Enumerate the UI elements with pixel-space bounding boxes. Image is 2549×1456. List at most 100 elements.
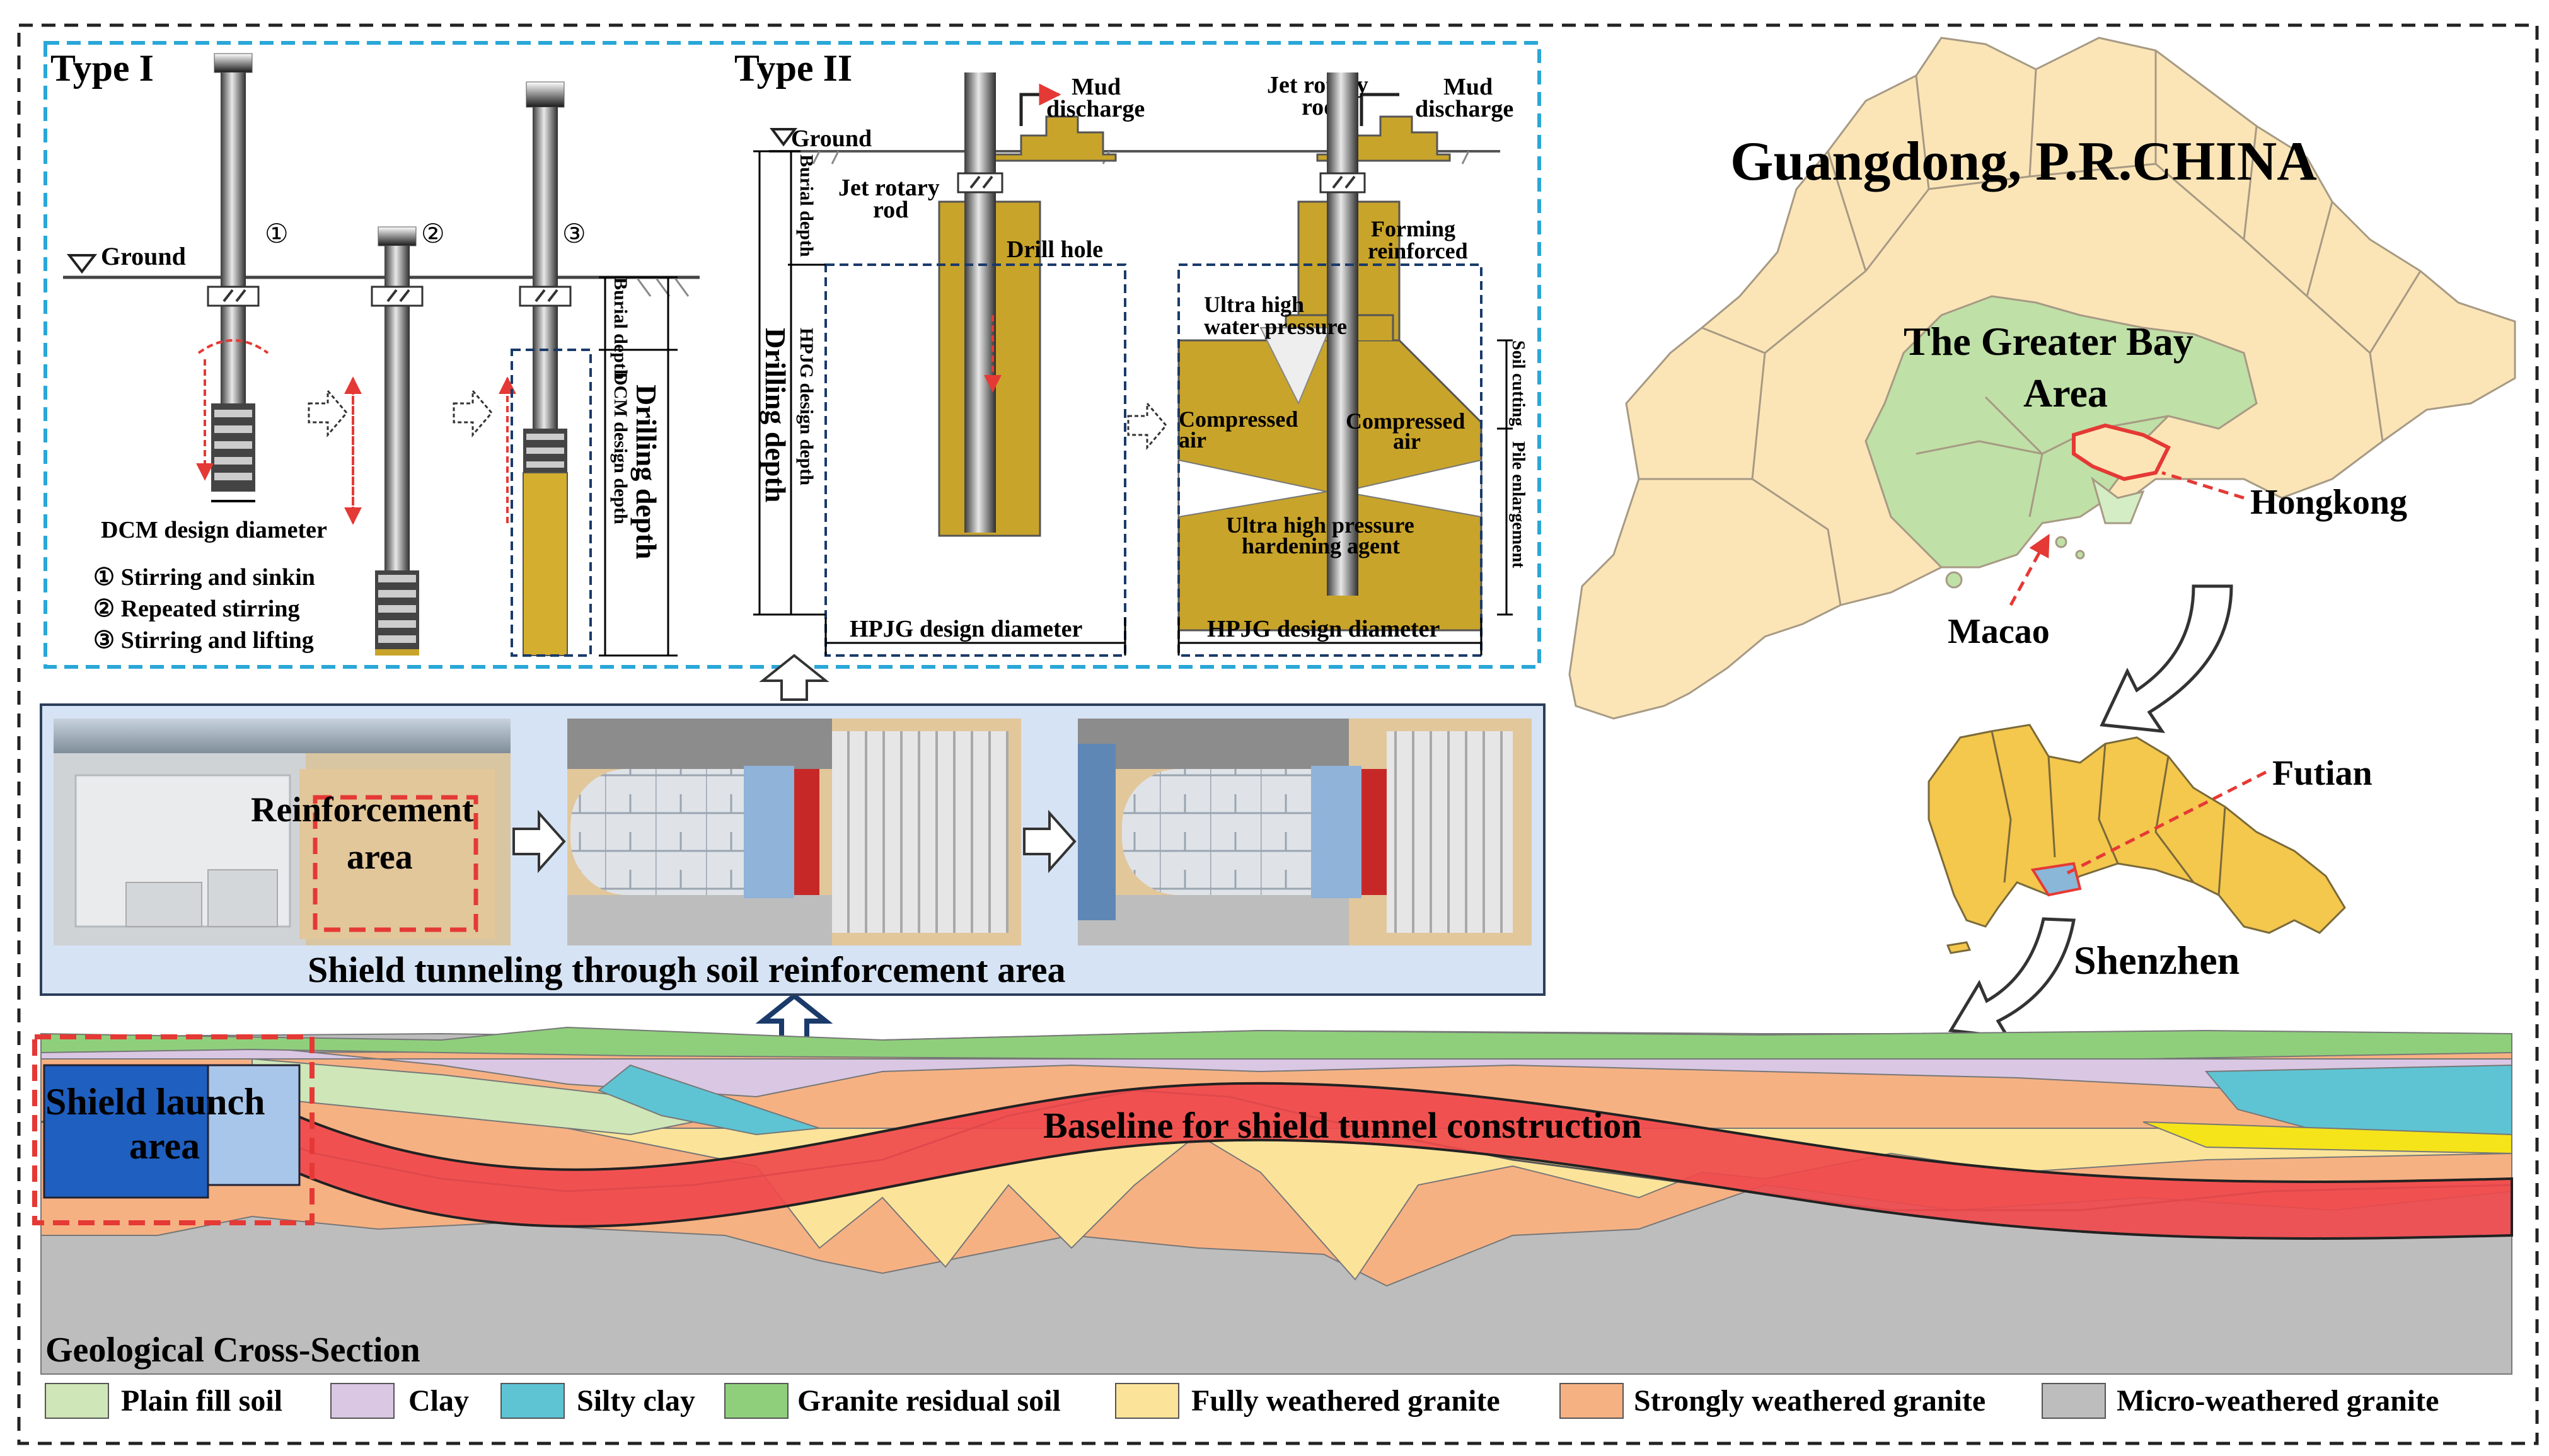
legend-item-micro-weathered-granite: Micro-weathered granite xyxy=(2042,1383,2439,1419)
step-arrow-2 xyxy=(453,388,493,438)
legend-item-granite-residual-soil: Granite residual soil xyxy=(724,1383,1061,1419)
shield-machine-photo-1 xyxy=(567,719,1021,945)
drill-hole-column xyxy=(938,72,1041,537)
legend-swatch-5 xyxy=(1559,1383,1624,1419)
type1-burial-depth: Burial depth xyxy=(610,277,631,380)
shenzhen-label: Shenzhen xyxy=(2074,938,2240,983)
rod-marker-2: ② xyxy=(421,220,445,249)
hpjg-diameter-left: HPJG design diameter xyxy=(850,616,1083,642)
macao-label: Macao xyxy=(1948,612,2050,651)
rod-marker-3: ③ xyxy=(562,220,586,249)
legend-item-plain-fill-soil: Plain fill soil xyxy=(45,1383,282,1419)
legend-label-6: Micro-weathered granite xyxy=(2117,1384,2439,1418)
ultra-water-line2: water pressure xyxy=(1204,314,1347,339)
step-3-label: ③ Stirring and lifting xyxy=(93,627,314,654)
legend-item-clay: Clay xyxy=(330,1383,469,1419)
launch-label-line2: area xyxy=(129,1125,200,1167)
type1-ground-label: Ground xyxy=(101,242,186,270)
hardening-agent-line2: hardening agent xyxy=(1242,533,1400,558)
legend-swatch-3 xyxy=(724,1383,789,1419)
mud-discharge-1-line1: Mud xyxy=(1072,74,1121,100)
type1-dcm-design-depth: DCM design depth xyxy=(610,372,631,524)
reinforcement-label-line2: area xyxy=(347,838,413,877)
step-2-label: ② Repeated stirring xyxy=(93,596,299,622)
legend-label-5: Strongly weathered granite xyxy=(1634,1384,1985,1418)
bay-area-line2: Area xyxy=(2023,371,2108,415)
launch-label-line1: Shield launch xyxy=(45,1081,265,1123)
zoom-arrow-1 xyxy=(2100,584,2233,734)
dcm-rod-2 xyxy=(371,226,424,656)
mud-discharge-2-line1: Mud xyxy=(1443,74,1493,100)
type1-ground xyxy=(63,254,700,297)
shield-launch-dark xyxy=(43,1064,209,1199)
legend-item-strongly-weathered-granite: Strongly weathered granite xyxy=(1559,1383,1985,1419)
compressed-air-left-line2: air xyxy=(1179,427,1206,453)
hpjg-design-region-left xyxy=(824,263,1126,657)
legend-item-fully-weathered-granite: Fully weathered granite xyxy=(1115,1383,1500,1419)
reinforcement-photo xyxy=(54,719,511,945)
compressed-air-left-line1: Compressed xyxy=(1179,407,1298,432)
legend-swatch-6 xyxy=(2042,1383,2106,1419)
dcm-rod-3 xyxy=(519,81,572,656)
type2-title: Type II xyxy=(734,47,852,89)
ultra-water-line1: Ultra high xyxy=(1204,292,1304,317)
futian-label: Futian xyxy=(2272,754,2373,793)
legend-swatch-2 xyxy=(500,1383,565,1419)
legend: Plain fill soil Clay Silty clay Granite … xyxy=(45,1383,2439,1419)
legend-item-silty-clay: Silty clay xyxy=(500,1383,695,1419)
compressed-air-right-line1: Compressed xyxy=(1346,408,1465,434)
dcm-rod-1 xyxy=(207,53,260,492)
compressed-air-right-line2: air xyxy=(1393,429,1421,454)
hardening-agent-line1: Ultra high pressure xyxy=(1226,512,1414,538)
step-arrow-1 xyxy=(308,388,348,438)
reinforcement-label-line1: Reinforcement xyxy=(251,790,474,829)
zoom-arrow-2 xyxy=(1948,917,2076,1039)
rod-marker-1: ① xyxy=(265,220,289,249)
jet-rod-left-line2: rod xyxy=(873,197,908,223)
hongkong-label: Hongkong xyxy=(2250,483,2407,522)
type2-burial-depth: Burial depth xyxy=(796,154,817,257)
hpjg-diameter-arrows xyxy=(824,618,1483,656)
shield-step-arrow-1 xyxy=(512,809,566,874)
legend-label-3: Granite residual soil xyxy=(797,1384,1061,1418)
shield-launch-box xyxy=(32,1034,315,1225)
mud-discharge-2-line2: discharge xyxy=(1415,96,1513,122)
dcm-diameter-label: DCM design diameter xyxy=(101,517,327,543)
type2-hpjg-design-depth: HPJG design depth xyxy=(796,328,817,485)
type2-drilling-depth: Drilling depth xyxy=(760,328,792,502)
forming-reinforced-line1: Forming xyxy=(1371,216,1455,241)
legend-swatch-1 xyxy=(330,1383,395,1419)
mud-discharge-1-line2: discharge xyxy=(1046,96,1145,122)
shield-step-arrow-2 xyxy=(1023,809,1077,874)
tunnel-baseline xyxy=(295,1082,2513,1240)
up-arrow-bottom xyxy=(755,992,833,1043)
legend-label-2: Silty clay xyxy=(577,1384,695,1418)
hpjg-diameter-right: HPJG design diameter xyxy=(1207,616,1440,642)
soil-cutting-label: Soil cutting xyxy=(1508,340,1528,426)
type1-depth-dims xyxy=(599,276,678,657)
map-title: Guangdong, P.R.CHINA xyxy=(1730,131,2317,192)
hpjg-pile-column xyxy=(1177,72,1483,632)
type2-step-arrow xyxy=(1127,400,1167,451)
guangdong-map xyxy=(1568,37,2516,720)
section-title: Geological Cross-Section xyxy=(45,1331,420,1370)
pile-enlargement-label: Pile enlargement xyxy=(1508,441,1528,569)
geological-section xyxy=(40,1026,2512,1375)
shield-caption: Shield tunneling through soil reinforcem… xyxy=(308,949,1066,990)
type2-depth-dims xyxy=(753,150,1513,616)
step-1-label: ① Stirring and sinkin xyxy=(93,564,315,591)
legend-label-4: Fully weathered granite xyxy=(1191,1384,1500,1418)
outer-frame xyxy=(17,23,2539,1445)
shield-launch-light xyxy=(207,1064,301,1186)
type1-drilling-depth: Drilling depth xyxy=(630,384,662,559)
legend-label-0: Plain fill soil xyxy=(121,1384,282,1418)
type1-title: Type I xyxy=(50,47,154,89)
legend-swatch-0 xyxy=(45,1383,109,1419)
up-arrow-top xyxy=(759,654,829,701)
shield-machine-photo-2 xyxy=(1078,719,1532,945)
type2-ground-label: Ground xyxy=(791,125,872,152)
dcm-design-region xyxy=(511,349,592,657)
bay-area-line1: The Greater Bay xyxy=(1904,319,2194,364)
jet-rod-left-line1: Jet rotary xyxy=(838,175,940,201)
mud-basin-1 xyxy=(982,115,1117,162)
